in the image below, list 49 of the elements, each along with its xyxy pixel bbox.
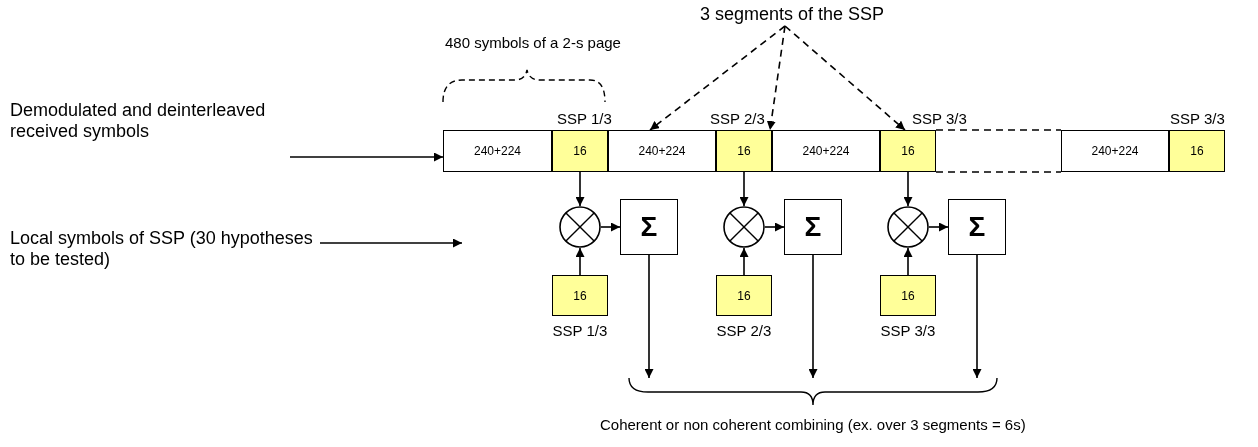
symbol-block: 16 [716,275,772,316]
multiplier-symbol [559,206,601,248]
summation-block: Σ [784,199,842,255]
annotation-text: Coherent or non coherent combining (ex. over 3 segments = 6s) [600,416,1026,434]
symbol-block: 240+224 [608,130,716,172]
annotation-text: 480 symbols of a 2-s page [445,34,621,52]
segment-label: SSP 1/3 [557,110,612,128]
arrow [319,238,463,248]
symbol-block: 16 [552,275,608,316]
multiplier-symbol [723,206,765,248]
brace [628,378,998,406]
segment-label: SSP 1/3 [552,322,608,340]
segment-label: SSP 2/3 [710,110,765,128]
summation-block: Σ [948,199,1006,255]
multiplier-symbol [887,206,929,248]
symbol-block: 16 [552,130,608,172]
arrow [739,247,749,276]
dashed-connector-line [935,129,1062,131]
summation-block: Σ [620,199,678,255]
arrow [764,222,785,232]
arrow [972,254,982,379]
arrow [575,171,585,207]
dashed-arrow [766,25,786,131]
symbol-block: 16 [1169,130,1225,172]
annotation-text: Local symbols of SSP (30 hypotheses to be tested) [10,228,320,272]
arrow [903,171,913,207]
annotation-text: Demodulated and deinterleaved received symbols [10,100,290,162]
symbol-block: 240+224 [772,130,880,172]
symbol-block: 16 [880,130,936,172]
annotation-text: 3 segments of the SSP [700,4,885,26]
arrow [644,254,654,379]
segment-label: SSP 3/3 [912,110,967,128]
dashed-arrow [649,25,786,131]
arrow [903,247,913,276]
segment-label: SSP 2/3 [716,322,772,340]
symbol-block: 240+224 [1061,130,1169,172]
dashed-connector-line [935,171,1062,173]
symbol-block: 240+224 [443,130,552,172]
arrow [928,222,949,232]
arrow [808,254,818,379]
arrow [739,171,749,207]
segment-label: SSP 3/3 [880,322,936,340]
dashed-arrow [784,25,906,131]
arrow [289,152,444,162]
segment-label: SSP 3/3 [1170,110,1225,128]
symbol-block: 16 [716,130,772,172]
arrow [600,222,621,232]
symbol-block: 16 [880,275,936,316]
arrow [575,247,585,276]
